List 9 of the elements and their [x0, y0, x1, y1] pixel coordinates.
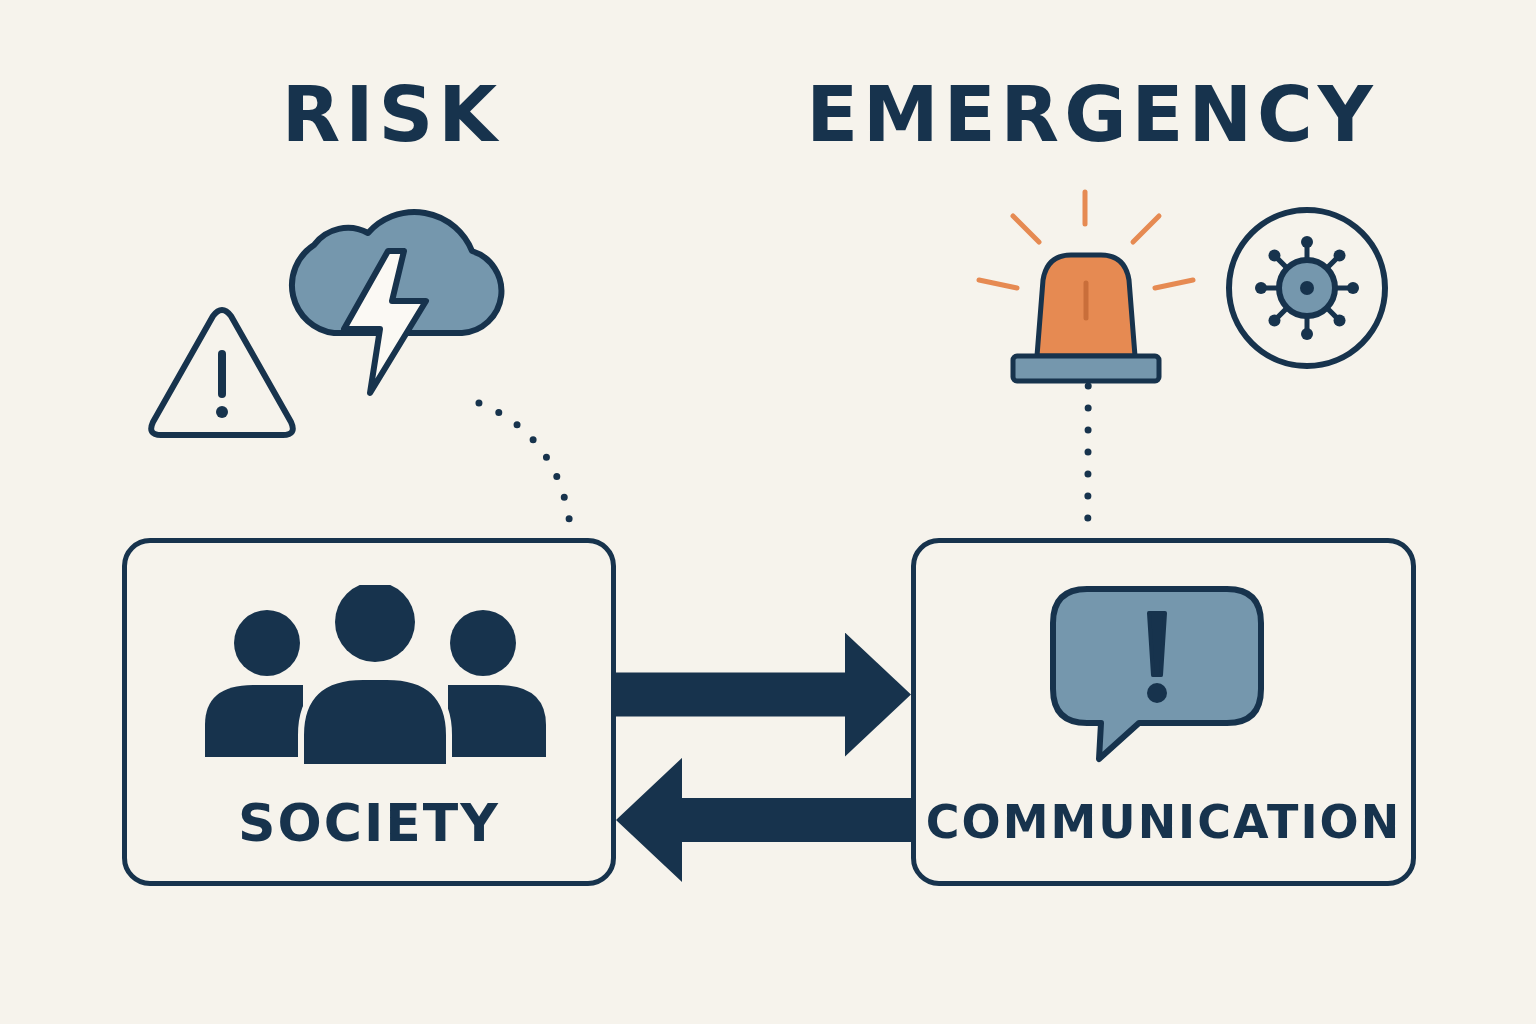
siren-icon: [975, 188, 1197, 386]
node-box: [122, 538, 616, 886]
node-label: SOCIETY: [237, 793, 501, 853]
node-box: [911, 538, 1416, 886]
block-arrow: [616, 632, 911, 757]
block-arrow: [616, 757, 911, 882]
heading: EMERGENCY: [806, 70, 1378, 159]
node-label: COMMUNICATION: [924, 795, 1403, 849]
heading: RISK: [281, 70, 503, 159]
